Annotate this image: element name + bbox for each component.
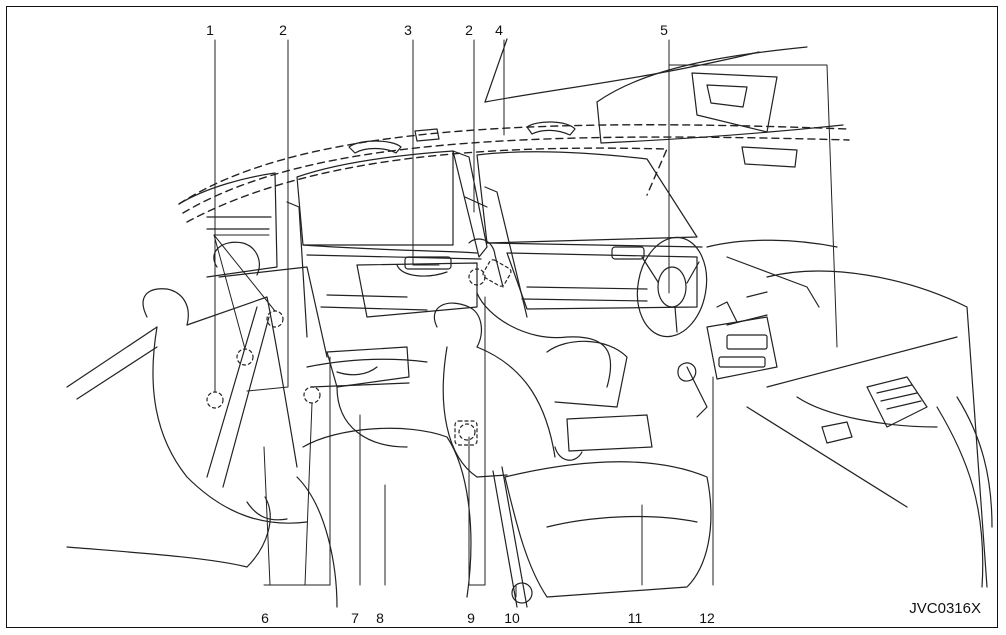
callout-11: 11 [627,610,643,626]
callout-3: 3 [404,22,412,38]
callout-1: 1 [206,22,214,38]
callout-2-rear: 2 [279,22,287,38]
callout-9: 9 [467,610,475,626]
leader-lines [213,39,838,598]
callout-7: 7 [351,610,359,626]
callout-8: 8 [376,610,384,626]
rear-door [296,150,482,318]
steering-dashboard [636,236,993,588]
callout-2-front: 2 [465,22,473,38]
b-pillar [286,150,528,338]
front-door [476,151,703,310]
passenger-seat [468,238,653,461]
roof-structure [348,38,844,168]
vehicle-interior-illustration [66,38,993,608]
callout-4: 4 [495,22,503,38]
callout-10: 10 [504,610,520,626]
figure-code: JVC0316X [909,600,981,617]
curtain-airbag-outline [178,124,850,223]
rear-armrest [306,346,428,448]
rear-seat [66,241,328,568]
callout-5: 5 [660,22,668,38]
rear-seat-cushion [296,427,472,608]
c-pillar [178,172,278,278]
callout-12: 12 [699,610,715,626]
driver-seat [433,302,712,608]
diagram-frame: 1 2 3 2 4 5 6 7 8 9 10 11 12 JVC0316X [6,6,998,628]
callout-6: 6 [261,610,269,626]
